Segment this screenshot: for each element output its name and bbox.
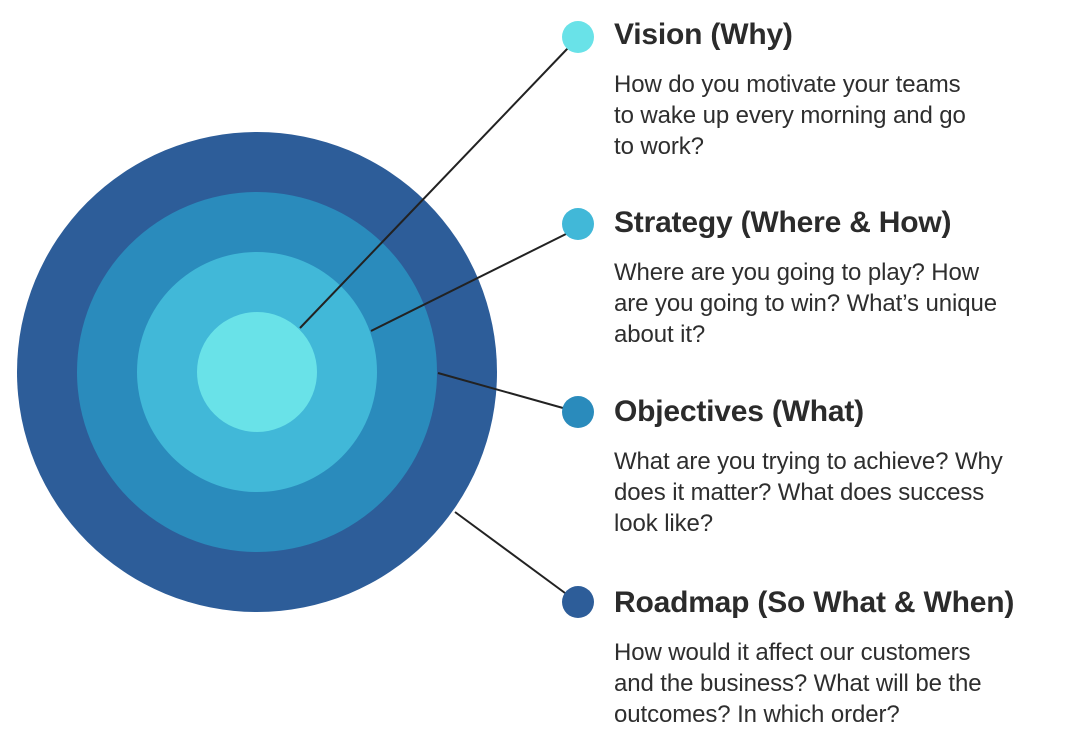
item-description-objectives: What are you trying to achieve? Why does… xyxy=(614,448,1003,537)
item-description-strategy: Where are you going to play? How are you… xyxy=(614,259,997,348)
item-description-roadmap: How would it affect our customers and th… xyxy=(614,639,982,728)
marker-dot-objectives xyxy=(562,396,594,428)
ring-vision xyxy=(197,312,317,432)
item-objectives: Objectives (What) What are you trying to… xyxy=(614,394,1059,539)
item-roadmap: Roadmap (So What & When) How would it af… xyxy=(614,585,1059,730)
item-title-vision: Vision (Why) xyxy=(614,18,793,51)
item-title-objectives: Objectives (What) xyxy=(614,395,864,428)
item-title-roadmap: Roadmap (So What & When) xyxy=(614,586,1015,619)
marker-dot-vision xyxy=(562,21,594,53)
connector-vision xyxy=(299,47,569,329)
item-description-vision: How do you motivate your teams to wake u… xyxy=(614,71,966,160)
marker-dot-roadmap xyxy=(562,586,594,618)
item-title-strategy: Strategy (Where & How) xyxy=(614,206,952,239)
marker-dot-strategy xyxy=(562,208,594,240)
connector-objectives xyxy=(437,372,564,409)
connector-roadmap xyxy=(454,511,566,594)
item-strategy: Strategy (Where & How) Where are you goi… xyxy=(614,205,1059,350)
item-vision: Vision (Why) How do you motivate your te… xyxy=(614,17,1059,162)
connector-strategy xyxy=(370,232,569,332)
